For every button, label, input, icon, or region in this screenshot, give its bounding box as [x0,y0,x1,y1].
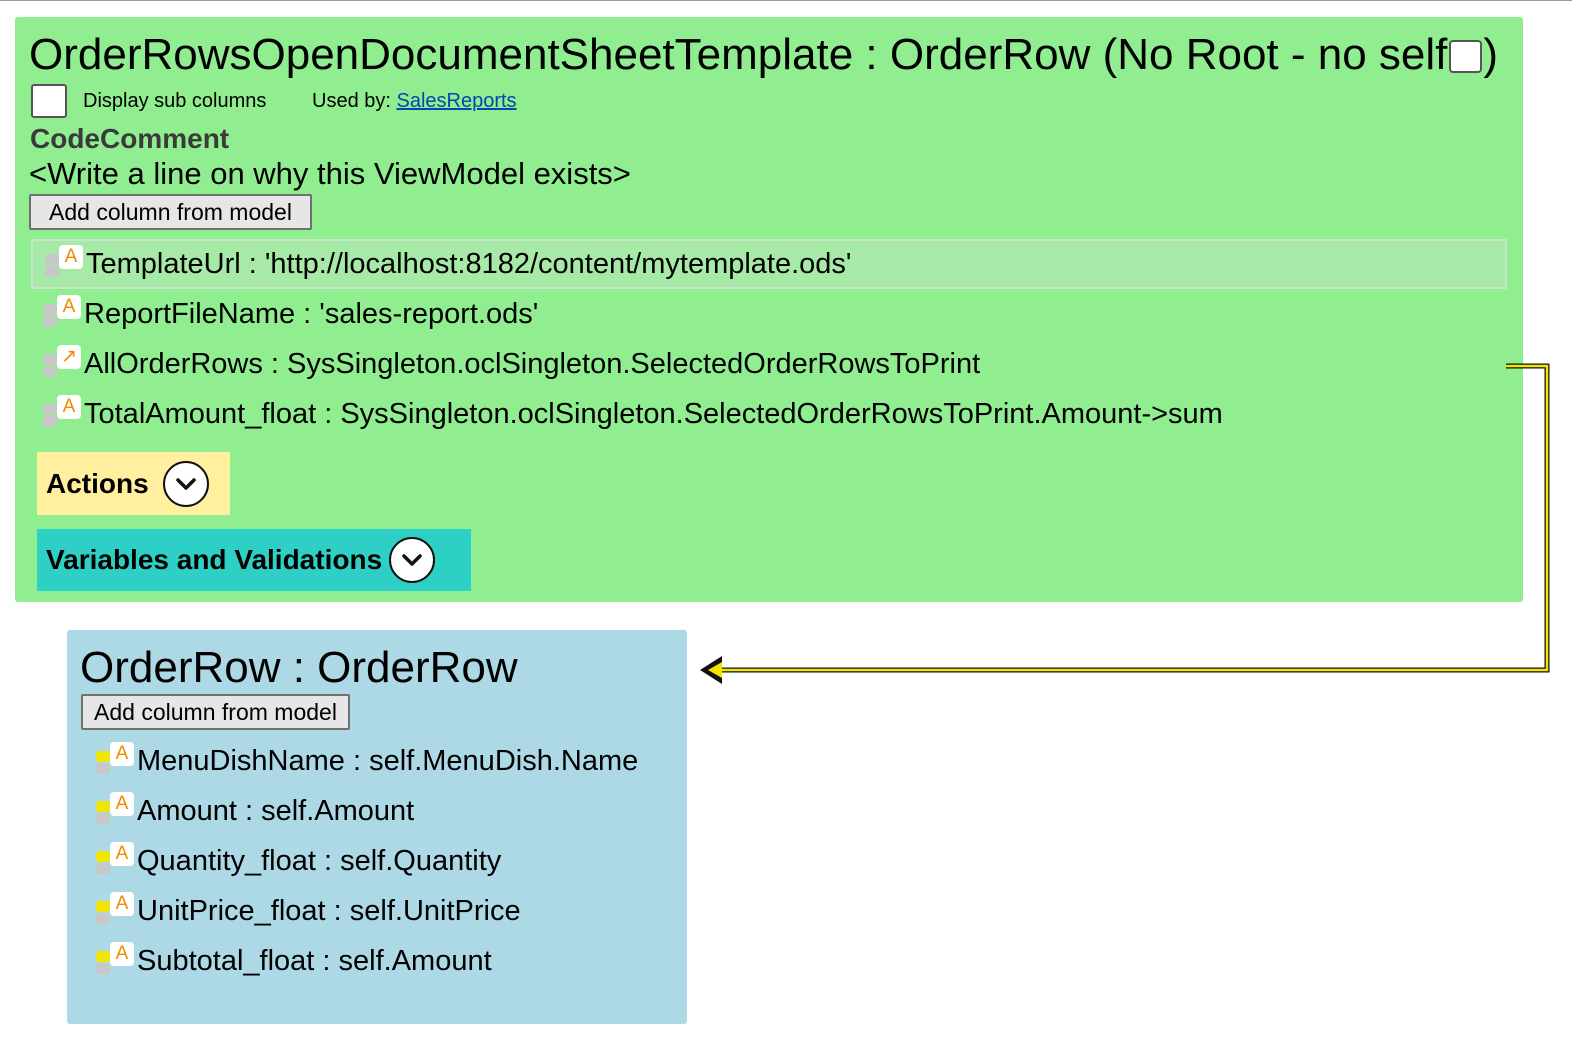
attribute-icon: A [59,245,83,269]
viewmodel-column-expression: TotalAmount_float : SysSingleton.oclSing… [84,397,1223,430]
code-comment-heading: CodeComment [30,123,230,154]
drag-handle-icon[interactable] [96,896,110,926]
viewmodel-column-expression: AllOrderRows : SysSingleton.oclSingleton… [84,347,981,380]
nested-column-expression: UnitPrice_float : self.UnitPrice [137,894,521,927]
actions-toggle[interactable]: Actions [37,452,230,515]
nested-column-expression: Subtotal_float : self.Amount [137,944,492,977]
attribute-icon: A [110,742,134,766]
drag-handle-icon[interactable] [43,399,57,429]
code-comment-text[interactable]: <Write a line on why this ViewModel exis… [29,156,631,191]
viewmodel-column-expression: TemplateUrl : 'http://localhost:8182/con… [86,247,852,280]
variables-validations-label: Variables and Validations [46,544,383,575]
attribute-icon: A [110,892,134,916]
top-divider [0,0,1572,1]
arrowhead-icon [700,656,722,684]
drag-handle-icon[interactable] [43,349,57,379]
viewmodel-panel: OrderRowsOpenDocumentSheetTemplate : Ord… [15,17,1523,602]
attribute-icon: A [110,942,134,966]
viewmodel-column-row[interactable]: ↗AllOrderRows : SysSingleton.oclSingleto… [31,339,1507,389]
drag-handle-icon[interactable] [43,299,57,329]
attribute-icon: A [110,842,134,866]
nested-column-expression: MenuDishName : self.MenuDish.Name [137,744,639,777]
drag-handle-icon[interactable] [45,249,59,279]
nested-add-column-button[interactable]: Add column from model [81,694,350,730]
actions-label: Actions [46,467,149,499]
attribute-icon: A [110,792,134,816]
display-sub-columns-label: Display sub columns [83,89,267,112]
attribute-icon: A [57,295,81,319]
add-column-button[interactable]: Add column from model [29,194,312,230]
display-sub-columns-checkbox[interactable] [31,84,67,118]
root-checkbox[interactable] [1449,40,1483,73]
drag-handle-icon[interactable] [96,796,110,826]
viewmodel-title: OrderRowsOpenDocumentSheetTemplate : Ord… [29,30,1498,80]
drag-handle-icon[interactable] [96,946,110,976]
chevron-down-icon[interactable] [162,460,209,507]
viewmodel-title-close: ) [1483,30,1499,79]
used-by-label: Used by: [312,89,391,112]
association-icon: ↗ [57,345,81,369]
nested-viewmodel-panel: OrderRow : OrderRow Add column from mode… [67,630,687,1024]
nested-viewmodel-title: OrderRow : OrderRow [80,643,518,692]
drag-handle-icon[interactable] [96,846,110,876]
chevron-down-icon[interactable] [389,537,436,583]
used-by-link[interactable]: SalesReports [396,89,517,112]
nested-column-expression: Amount : self.Amount [137,794,415,827]
used-by: Used by: SalesReports [312,90,517,113]
nested-column-expression: Quantity_float : self.Quantity [137,844,502,877]
attribute-icon: A [57,395,81,419]
options-row: Display sub columns Used by: SalesReport… [31,83,517,119]
drag-handle-icon[interactable] [96,746,110,776]
viewmodel-title-text: OrderRowsOpenDocumentSheetTemplate : Ord… [29,30,1448,79]
viewmodel-column-expression: ReportFileName : 'sales-report.ods' [84,297,539,330]
variables-validations-toggle[interactable]: Variables and Validations [37,529,471,591]
